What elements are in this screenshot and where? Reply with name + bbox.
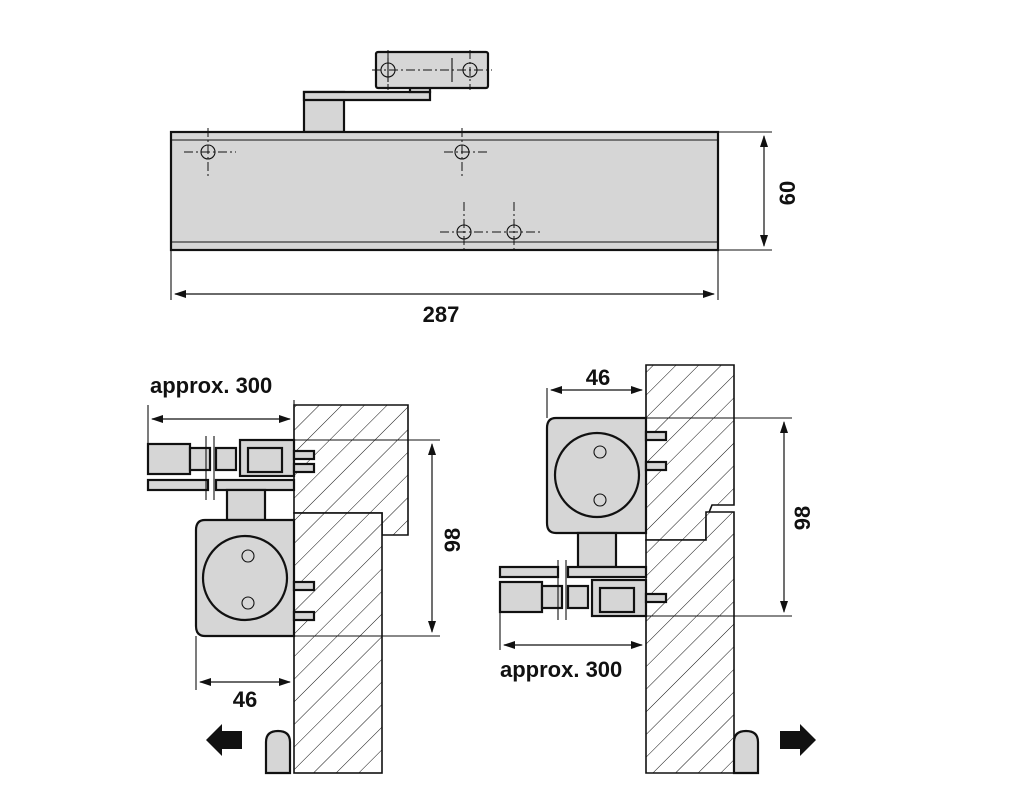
height-dimension: 98 [646,417,815,617]
hinge-pin [732,729,760,775]
right-view: 46 98 approx. 300 [498,364,816,775]
depth-label: 46 [233,687,257,712]
mounting-hole [444,128,490,178]
hinge-pin [264,729,292,775]
arm-length-label: approx. 300 [150,373,272,398]
arm-length-dimension: approx. 300 [147,373,295,444]
height-label: 98 [790,506,815,530]
height-dimension: 98 [294,439,465,637]
mounting-hole [492,202,540,250]
arm-length-label: approx. 300 [500,657,622,682]
arm-length-dimension: approx. 300 [499,612,647,682]
closer-body [169,128,720,252]
arrow-left-icon [206,724,242,756]
arm-assembly [302,50,492,134]
length-label: 287 [423,302,460,327]
door-leaf [293,512,383,774]
arm-shoe [146,436,316,500]
mounting-hole [440,202,488,250]
depth-dimension: 46 [546,365,647,418]
length-dimension: 287 [170,250,719,327]
arm-shoe [498,560,668,620]
left-view: approx. 300 98 46 [146,373,465,775]
closer-body-section [545,416,668,535]
arrow-right-icon [780,724,816,756]
height-label: 60 [775,181,800,205]
mounting-hole [184,128,236,178]
pinion [225,488,267,522]
depth-dimension: 46 [195,636,295,712]
height-dimension: 60 [718,131,800,251]
pinion [576,531,618,569]
height-label: 98 [440,528,465,552]
closer-body-section [194,518,316,638]
depth-label: 46 [586,365,610,390]
door-leaf [645,511,735,774]
top-view: 60 287 [169,50,800,327]
